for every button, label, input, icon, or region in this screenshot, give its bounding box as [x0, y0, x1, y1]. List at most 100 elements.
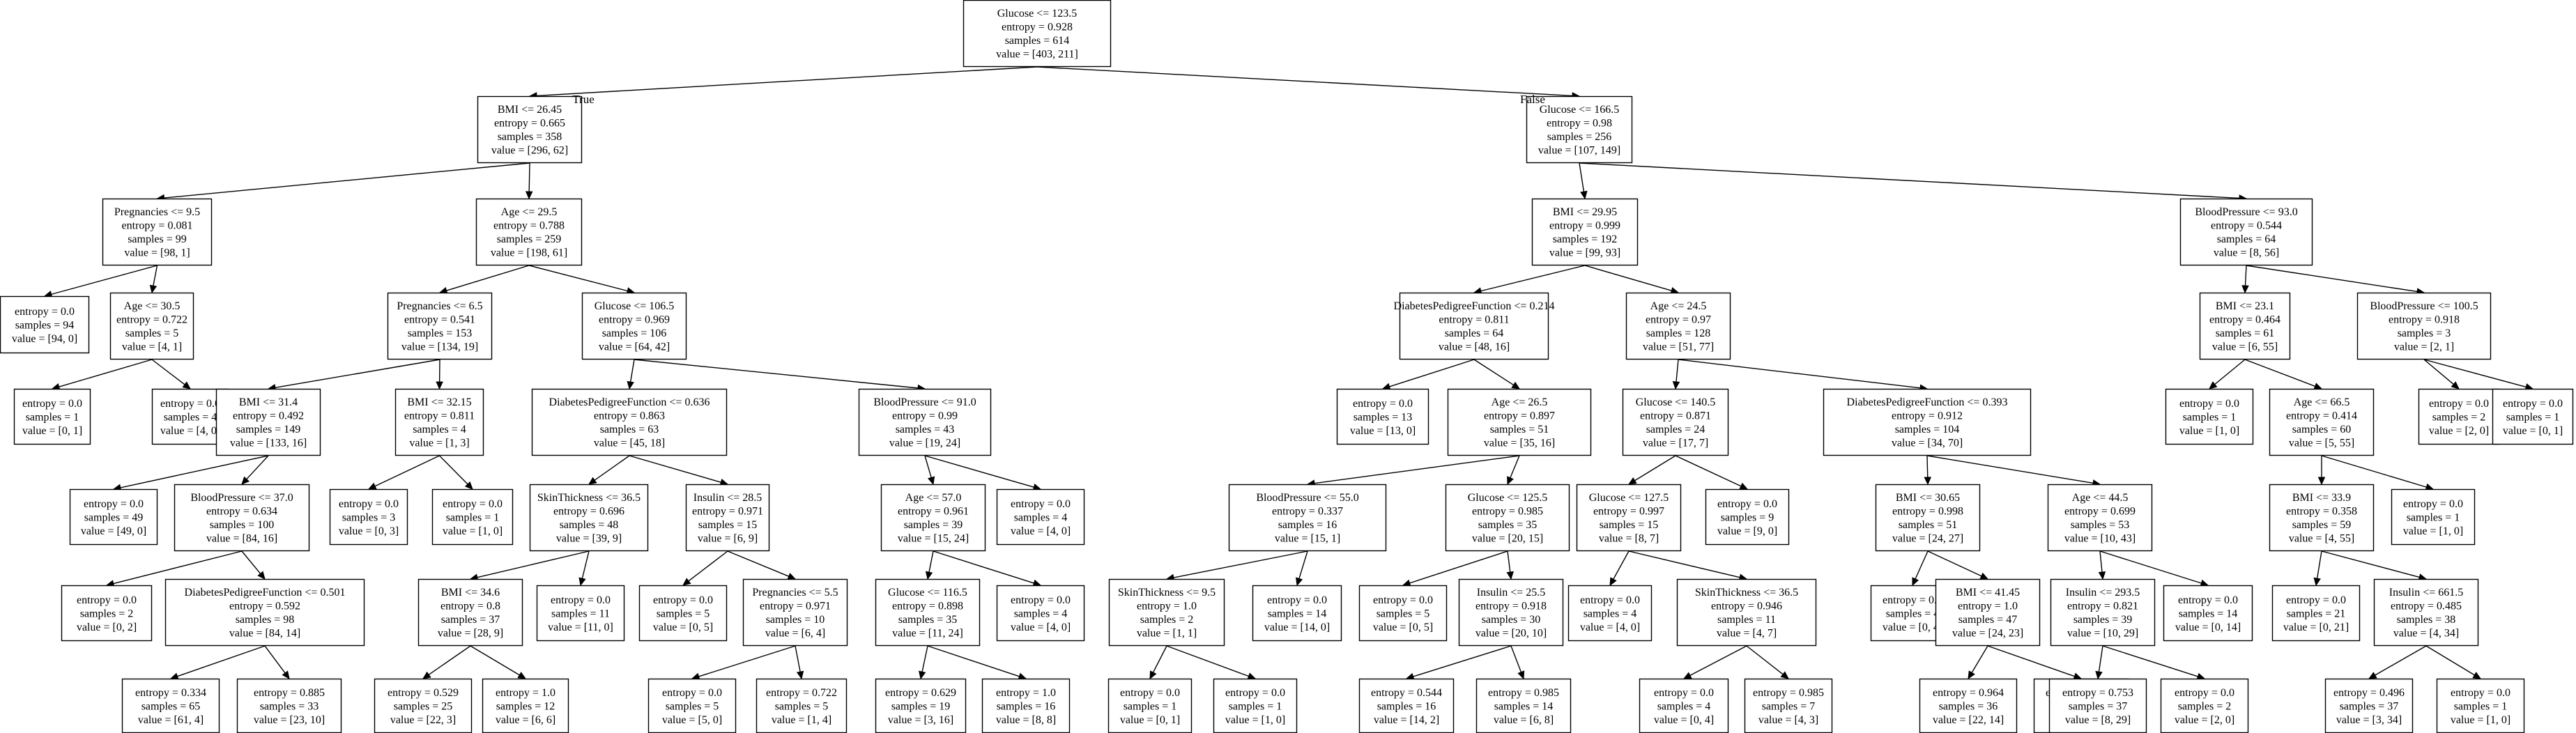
tree-edge: [1746, 645, 1784, 675]
node-box: [387, 292, 493, 360]
node-line: value = [6, 6]: [496, 714, 555, 726]
node-line: samples = 14: [1494, 700, 1554, 712]
node-line: value = [0, 5]: [1373, 622, 1433, 633]
node-line: SkinThickness <= 36.5: [537, 492, 641, 504]
true-branch-label: True: [572, 93, 595, 106]
node-line: value = [5, 55]: [2289, 438, 2354, 449]
node-line: samples = 25: [394, 700, 453, 712]
node-line: samples = 43: [896, 424, 955, 435]
node-line: samples = 149: [236, 424, 301, 435]
node-line: samples = 37: [2069, 700, 2128, 712]
node-line: samples = 98: [236, 614, 295, 626]
node-box: [2160, 678, 2249, 733]
tree-edge: [2425, 645, 2475, 676]
node-line: samples = 358: [498, 131, 562, 143]
node-line: BloodPressure <= 93.0: [2195, 206, 2297, 218]
node-line: value = [5, 0]: [662, 714, 722, 726]
node-box: [1336, 388, 1429, 445]
node-line: samples = 4: [1014, 511, 1068, 523]
node-line: entropy = 0.699: [2064, 506, 2136, 518]
edge-arrowhead: [1149, 670, 1157, 680]
node-box: [1875, 484, 1981, 552]
node-line: value = [20, 10]: [1475, 628, 1547, 640]
node-box: [174, 484, 310, 552]
tree-edge: [2244, 359, 2315, 387]
node-box: [1447, 388, 1592, 456]
tree-edge: [2102, 645, 2198, 677]
node-line: entropy = 1.0: [1958, 601, 2018, 612]
edge-arrowhead: [1517, 670, 1525, 680]
node-line: value = [6, 4]: [765, 628, 825, 640]
node-line: samples = 153: [408, 327, 473, 339]
node-line: entropy = 0.918: [2389, 314, 2460, 326]
tree-edge: [528, 265, 628, 292]
node-line: value = [107, 149]: [1538, 145, 1620, 157]
split-node: DiabetesPedigreeFunction <= 0.214entropy…: [1394, 292, 1554, 360]
node-box: [2269, 388, 2375, 456]
tree-edge: [1634, 455, 1676, 481]
node-box: [2436, 678, 2525, 733]
node-box: [329, 488, 408, 546]
node-line: value = [1, 0]: [2179, 425, 2239, 437]
node-line: entropy = 0.821: [2067, 601, 2138, 612]
node-line: Glucose <= 166.5: [1540, 104, 1619, 116]
tree-edge: [1676, 359, 1679, 383]
node-box: [121, 678, 220, 733]
node-line: value = [8, 29]: [2065, 714, 2131, 726]
node-line: entropy = 0.464: [2209, 314, 2280, 326]
tree-edge: [1675, 455, 1742, 487]
tree-edge: [241, 550, 261, 574]
node-line: entropy = 0.529: [388, 687, 459, 699]
tree-edge: [2423, 359, 2527, 388]
node-line: value = [1, 0]: [2451, 714, 2510, 726]
node-box: [529, 484, 649, 552]
node-line: value = [6, 9]: [698, 533, 758, 545]
node-line: Glucose <= 140.5: [1636, 396, 1715, 408]
node-box: [2047, 484, 2153, 552]
node-line: samples = 64: [1445, 327, 1504, 339]
node-line: entropy = 0.0: [22, 398, 82, 410]
node-line: Pregnancies <= 5.5: [752, 587, 838, 599]
node-line: samples = 99: [128, 233, 187, 245]
tree-edge: [581, 550, 590, 579]
edge-arrowhead: [1739, 482, 1749, 490]
node-line: entropy = 0.863: [594, 410, 665, 422]
node-line: value = [28, 9]: [438, 628, 503, 640]
edge-arrowhead: [796, 670, 804, 680]
edge-arrowhead: [1507, 476, 1514, 486]
tree-edge: [113, 550, 243, 585]
node-line: entropy = 0.897: [1484, 410, 1555, 422]
node-line: samples = 2: [1140, 614, 1194, 626]
node-line: samples = 14: [1268, 608, 1327, 619]
node-line: entropy = 0.0: [1120, 687, 1180, 699]
tree-edge: [1510, 645, 1522, 672]
node-line: value = [1, 1]: [1137, 628, 1197, 640]
node-line: samples = 9: [1721, 511, 1774, 523]
tree-edge: [1413, 645, 1512, 677]
edge-arrowhead: [282, 670, 290, 679]
node-line: value = [15, 1]: [1275, 533, 1340, 545]
node-line: samples = 60: [2292, 424, 2352, 435]
node-box: [374, 678, 473, 733]
tree-edge: [1613, 550, 1630, 580]
tree-edge: [2099, 550, 2202, 584]
node-line: SkinThickness <= 9.5: [1118, 587, 1216, 599]
